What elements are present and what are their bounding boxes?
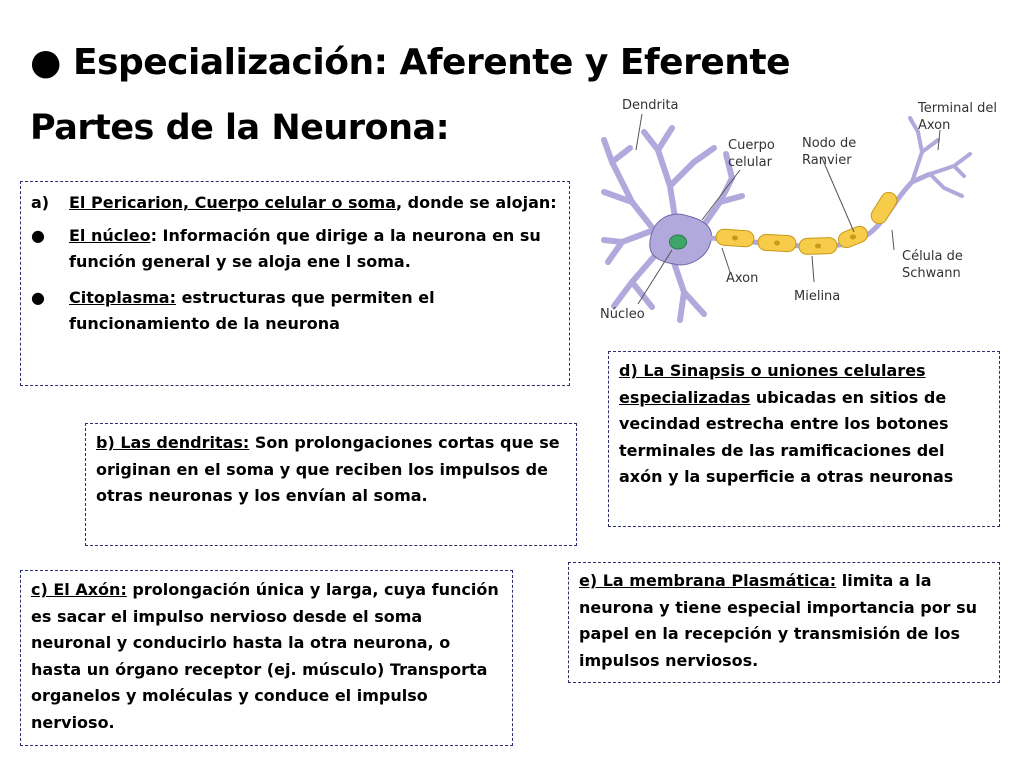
- nucleus: [669, 234, 687, 250]
- text-sinapsis: ubicadas en sitios de vecindad estrecha …: [619, 387, 954, 487]
- box-axon: c) El Axón: prolongación única y larga, …: [20, 570, 513, 746]
- label-cuerpo-1: Cuerpo: [728, 138, 775, 153]
- term-dendritas: b) Las dendritas:: [96, 433, 250, 452]
- label-terminal-1: Terminal del: [917, 101, 997, 116]
- list-item-nucleo: ● El núcleo: Información que dirige a la…: [31, 223, 559, 276]
- text-axon: prolongación única y larga, cuya función…: [31, 580, 499, 732]
- label-cuerpo-2: celular: [728, 155, 773, 170]
- label-mielina: Mielina: [794, 289, 840, 304]
- text-pericarion: , donde se alojan:: [396, 193, 557, 212]
- bullet-icon: ●: [31, 287, 45, 307]
- slide-title: ● Especialización: Aferente y Eferente: [30, 42, 791, 83]
- text-dendritas: Son prolongaciones cortas que se origina…: [96, 433, 560, 505]
- schwann-nucleus: [850, 234, 856, 240]
- label-nucleo: Núcleo: [600, 307, 645, 322]
- list-marker: a): [31, 193, 50, 212]
- text-citoplasma: estructuras que permiten el funcionamien…: [69, 287, 435, 334]
- myelin-sheaths: [715, 191, 898, 255]
- label-axon: Axon: [726, 271, 758, 286]
- label-terminal-2: Axon: [918, 118, 950, 133]
- list-item-pericarion: a) El Pericarion, Cuerpo celular o soma,…: [31, 190, 559, 217]
- slide-subtitle: Partes de la Neurona:: [30, 108, 450, 148]
- box-membrana: e) La membrana Plasmática: limita a la n…: [568, 562, 1000, 683]
- text-nucleo: : Información que dirige a la neurona en…: [69, 225, 541, 272]
- text-membrana: limita a la neurona y tiene especial imp…: [579, 571, 978, 670]
- myelin-segment: [870, 191, 898, 225]
- box-dendritas: b) Las dendritas: Son prolongaciones cor…: [85, 423, 577, 546]
- term-nucleo: El núcleo: [69, 225, 151, 245]
- schwann-nucleus: [732, 235, 738, 241]
- bullet-icon: ●: [31, 225, 45, 245]
- schwann-nuclei: [732, 234, 856, 249]
- list-item-citoplasma: ● Citoplasma: estructuras que permiten e…: [31, 285, 559, 338]
- term-sinapsis: d) La Sinapsis o uniones celulares espec…: [619, 361, 926, 407]
- label-schwann-2: Schwann: [902, 266, 961, 281]
- label-nodo-1: Nodo de: [802, 136, 856, 151]
- axon-terminals: [908, 116, 972, 198]
- label-dendrita: Dendrita: [622, 98, 679, 113]
- schwann-nucleus: [774, 240, 780, 246]
- term-pericarion: El Pericarion, Cuerpo celular o soma: [69, 193, 397, 212]
- term-citoplasma: Citoplasma:: [69, 287, 176, 307]
- label-nodo-2: Ranvier: [802, 153, 852, 168]
- schwann-nucleus: [815, 243, 821, 249]
- label-schwann-1: Célula de: [902, 249, 963, 264]
- box-sinapsis: d) La Sinapsis o uniones celulares espec…: [608, 351, 1000, 527]
- dendrites: [601, 125, 745, 323]
- term-axon: c) El Axón:: [31, 580, 127, 599]
- box-pericarion: a) El Pericarion, Cuerpo celular o soma,…: [20, 181, 570, 386]
- term-membrana: e) La membrana Plasmática:: [579, 571, 837, 590]
- neuron-diagram: Dendrita Cuerpo celular Nodo de Ranvier …: [600, 98, 997, 323]
- leader-lines: [635, 113, 941, 305]
